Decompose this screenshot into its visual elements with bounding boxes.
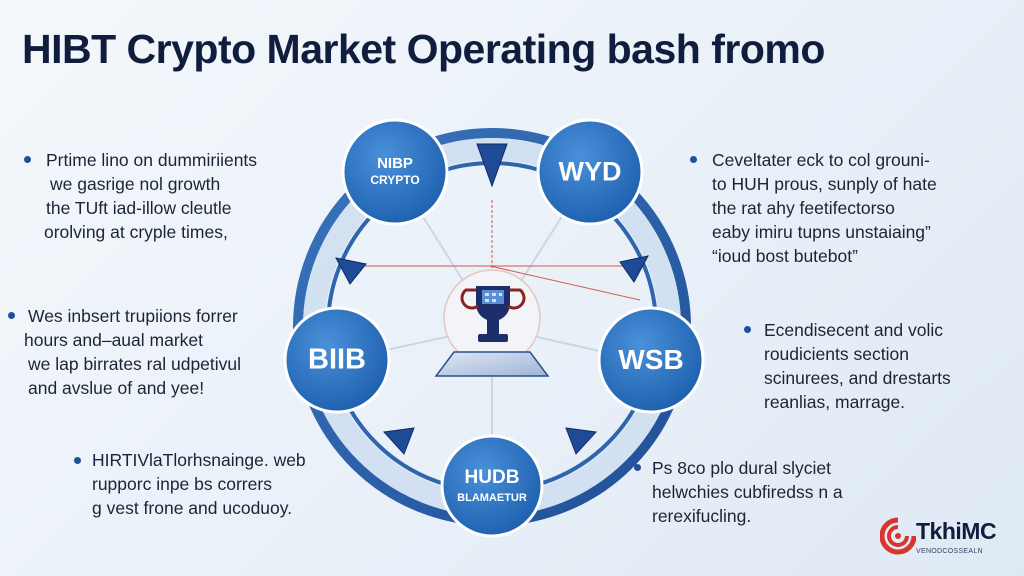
bullet-dot — [74, 457, 81, 464]
note-line: scinurees, and drestarts — [764, 368, 951, 388]
note-line: Prtime lino on dummiriients — [46, 150, 258, 170]
brand-logo: TkhiMC VENODCOSSEALN — [880, 516, 1024, 568]
note-line: reanlias, marrage. — [764, 392, 906, 412]
arrow-upper-left-icon — [335, 257, 367, 285]
note-line: g vest frone and ucoduoy. — [92, 498, 293, 518]
arrow-lower-right-icon — [565, 427, 598, 455]
arrow-upper-right-icon — [619, 255, 649, 283]
note-left-bottom: HIRTIVlaTlorhsnainge. web rupporc inpe b… — [74, 448, 306, 520]
node-bottom-line2: BLAMAETUR — [457, 492, 527, 504]
note-line: HIRTIVlaTlorhsnainge. web — [92, 450, 306, 470]
note-line: Wes inbsert trupiions forrer — [28, 306, 238, 326]
node-top-right-label: WYD — [558, 156, 622, 187]
note-line: we gasrige nol growth — [50, 174, 221, 194]
note-left-mid: Wes inbsert trupiions forrer hours and–a… — [8, 304, 242, 400]
note-line: Ps 8co plo dural slyciet — [652, 458, 831, 478]
note-line: eaby imiru tupns unstaiaing” — [712, 222, 931, 242]
node-right-label: WSB — [618, 344, 684, 375]
note-right-bottom: Ps 8co plo dural slyciet helwchies cubfi… — [634, 456, 843, 528]
node-right[interactable] — [597, 306, 705, 414]
note-line: helwchies cubfiredss n a — [652, 482, 843, 502]
bullet-dot — [634, 464, 641, 471]
note-line: and avslue of and yee! — [28, 378, 205, 398]
note-line: Ecendisecent and volic — [764, 320, 943, 340]
page-title: HIBT Crypto Market Operating bash fromo — [22, 26, 825, 72]
node-left[interactable] — [283, 306, 391, 414]
note-line: hours and–aual market — [24, 330, 203, 350]
note-right-mid: Ecendisecent and volic roudicients secti… — [744, 318, 951, 414]
note-line: the rat ahy feetifectorso — [712, 198, 895, 218]
note-line: the TUft iad-illow cleutle — [46, 198, 232, 218]
node-bottom-label: HUDB BLAMAETUR — [457, 468, 527, 508]
note-line: “ioud bost butebot” — [712, 246, 858, 266]
ring-arrows — [335, 143, 649, 455]
arrow-lower-left-icon — [382, 427, 415, 455]
logo-swirl-icon — [880, 517, 916, 555]
node-top-left[interactable] — [341, 118, 449, 226]
note-line: rerexifucling. — [652, 506, 752, 526]
note-right-top: Ceveltater eck to col grouni- to HUH pro… — [690, 148, 937, 268]
logo-tagline: VENODCOSSEALN — [916, 548, 983, 555]
bullet-dot — [690, 156, 697, 163]
node-top-right[interactable] — [536, 118, 644, 226]
node-top-left-line2: CRYPTO — [370, 173, 420, 187]
trophy-base-plate — [434, 351, 550, 377]
node-left-label: BIIB — [308, 343, 366, 376]
guide-lines — [340, 200, 641, 301]
node-bottom-line1: HUDB — [464, 467, 520, 488]
note-line: rupporc inpe bs corrers — [92, 474, 272, 494]
trophy-icon — [460, 286, 526, 342]
bullet-dot — [24, 156, 31, 163]
note-line: roudicients section — [764, 344, 909, 364]
arrow-top-icon — [476, 143, 508, 188]
bullet-dot — [744, 326, 751, 333]
node-bottom[interactable] — [440, 434, 544, 538]
node-top-left-label: NIBP CRYPTO — [370, 155, 419, 189]
logo-name: TkhiMC — [916, 518, 997, 544]
note-line: we lap birrates ral udpetivul — [28, 354, 242, 374]
note-line: to HUH prous, sunply of hate — [712, 174, 937, 194]
bullet-dot — [8, 312, 15, 319]
node-top-left-line1: NIBP — [377, 155, 413, 172]
note-line: orolving at cryple times, — [44, 222, 228, 242]
note-line: Ceveltater eck to col grouni- — [712, 150, 930, 170]
note-left-top: Prtime lino on dummiriients we gasrige n… — [24, 148, 258, 244]
